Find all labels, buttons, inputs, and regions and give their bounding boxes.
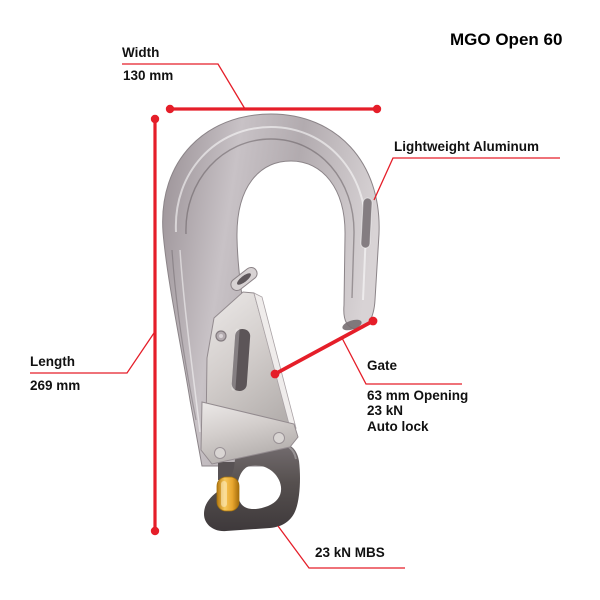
gate-spec-locking: Auto lock — [367, 419, 429, 434]
width-dimension-line — [165, 104, 382, 114]
gate-opening-line — [270, 316, 378, 379]
arch-highlight-groove — [174, 125, 368, 301]
gate-spec-opening: 63 mm Opening — [367, 388, 469, 403]
gate-latch-tab — [230, 266, 258, 292]
gate-lower-plate — [200, 401, 299, 465]
gate-leader-line — [341, 337, 462, 385]
mbs-leader-line — [277, 525, 405, 569]
annotation-lines — [30, 63, 560, 569]
width-leader-line — [122, 63, 246, 110]
gate-rivet-right — [273, 432, 285, 444]
arch-shade-groove — [185, 138, 355, 299]
length-label: Length — [30, 354, 75, 369]
mbs-label: 23 kN MBS — [315, 545, 385, 560]
product-title: MGO Open 60 — [450, 30, 563, 49]
gate-lever-slot — [231, 328, 251, 391]
length-leader-line — [30, 332, 155, 374]
nose-relief-slot — [360, 197, 373, 249]
inner-arch-groove — [245, 169, 343, 241]
arm-groove-light — [179, 249, 201, 433]
material-label: Lightweight Aluminum — [394, 139, 539, 154]
length-dimension-line — [150, 114, 160, 536]
gate-release-button — [216, 476, 240, 512]
width-label: Width — [122, 45, 160, 60]
gate-pivot-rivet-center — [219, 334, 223, 338]
material-leader-line — [373, 157, 560, 201]
gate-spec-rating: 23 kN — [367, 403, 404, 418]
gate-side-edge — [253, 292, 297, 429]
gate-rivet-left — [214, 447, 226, 459]
gate-mechanism — [200, 266, 299, 465]
arm-groove-dark — [171, 249, 197, 421]
width-value: 130 mm — [123, 68, 174, 83]
length-value: 269 mm — [30, 378, 81, 393]
gate-label: Gate — [367, 358, 398, 373]
